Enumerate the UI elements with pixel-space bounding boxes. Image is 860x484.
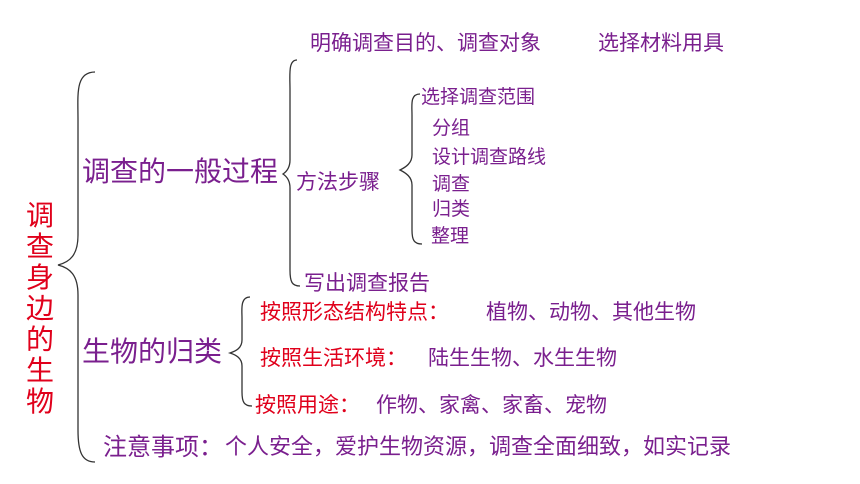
classify-brace — [227, 296, 253, 407]
classify-label-use: 按照用途： — [255, 393, 360, 417]
classify-value-use: 作物、家禽、家畜、宠物 — [376, 393, 607, 417]
note-value: 个人安全，爱护生物资源，调查全面细致，如实记录 — [225, 435, 732, 460]
note-label: 注意事项： — [103, 433, 223, 461]
method-item-route: 设计调查路线 — [432, 146, 547, 168]
step-materials: 选择材料用具 — [598, 31, 724, 55]
root-title: 调查身边的生物 — [25, 199, 54, 418]
method-item-survey: 调查 — [432, 173, 471, 195]
classify-label-habitat: 按照生活环境： — [260, 346, 407, 370]
method-title: 方法步骤 — [296, 170, 380, 194]
method-item-group: 分组 — [432, 117, 471, 139]
step-goal: 明确调查目的、调查对象 — [310, 31, 541, 55]
method-item-scope: 选择调查范围 — [421, 86, 536, 108]
method-item-classify: 归类 — [432, 198, 471, 220]
process-title: 调查的一般过程 — [82, 155, 279, 188]
method-item-organize: 整理 — [431, 225, 470, 247]
method-brace — [398, 93, 423, 245]
classify-title: 生物的归类 — [82, 335, 223, 368]
step-report: 写出调查报告 — [304, 271, 430, 295]
classify-label-form: 按照形态结构特点： — [260, 300, 449, 324]
process-brace — [281, 59, 301, 287]
root-brace — [57, 71, 96, 463]
classify-value-habitat: 陆生生物、水生生物 — [428, 346, 617, 370]
classify-value-form: 植物、动物、其他生物 — [486, 300, 696, 324]
